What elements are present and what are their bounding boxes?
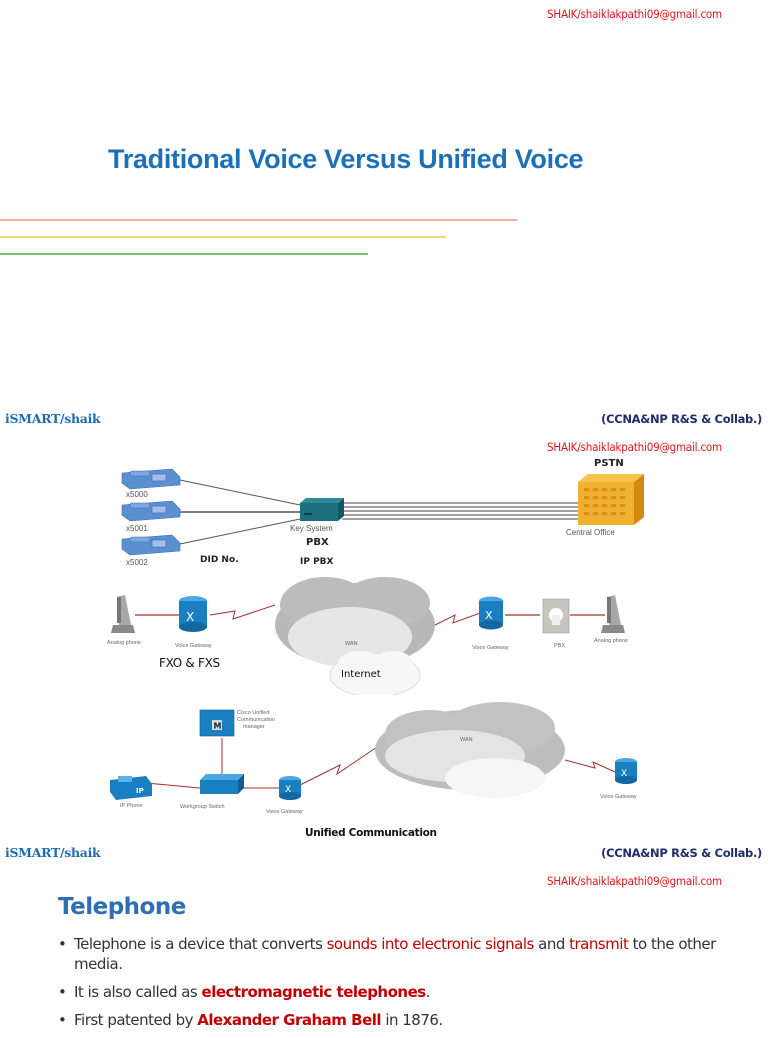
bullet-dot: • [58,935,67,953]
wan-label: WAN [345,641,358,647]
phone-ext-label: x5001 [126,524,148,533]
wan-cloud-icon [275,577,435,667]
analog-voice-diagram: X X [95,575,665,695]
central-office-label: Central Office [566,528,615,537]
svg-text:X: X [285,785,291,795]
bullet-list: • Telephone is a device that converts so… [58,934,718,1038]
slide-title: Traditional Voice Versus Unified Voice [108,144,584,174]
bullet-item: • Telephone is a device that converts so… [58,935,716,973]
voice-gateway-icon: X [179,596,207,632]
desk-phone-icon [121,534,181,556]
phone-ext-label: x5002 [126,558,148,567]
ip-pbx-label: IP PBX [300,557,334,567]
analog-phone-right-label: Analog phone [594,638,628,644]
header-email: SHAIK/shaiklakpathi09@gmail.com [547,7,722,21]
course-label: (CCNA&NP R&S & Collab.) [601,412,762,426]
course-label: (CCNA&NP R&S & Collab.) [601,846,762,860]
decorative-rule-yellow [0,236,446,238]
ip-phone-icon: IP [110,776,152,800]
pstn-label: PSTN [594,458,624,469]
voice-gateway-icon: X [615,758,637,784]
svg-text:M: M [214,722,222,731]
fxo-fxs-label: FXO & FXS [159,656,220,670]
internet-label: Internet [341,669,381,680]
workgroup-switch-label: Workgroup Switch [180,804,225,810]
voice-gateway-left-label: Voice Gateway [266,809,303,815]
section-heading: Telephone [58,894,186,920]
wan-link [564,759,616,773]
voice-gateway-right-label: Voice Gateway [472,645,509,651]
slide-email: SHAIK/shaiklakpathi09@gmail.com [547,440,722,454]
wan-link [299,744,381,786]
internet-cloud-icon [329,651,421,695]
bullet-dot: • [58,1011,67,1029]
analog-phone-left-label: Analog phone [107,640,141,646]
did-label: DID No. [200,555,239,565]
key-system-icon [300,498,344,521]
voice-gateway-left-label: Voice Gateway [175,643,212,649]
decorative-rule-orange [0,219,517,221]
brand-label: iSMART/shaik [5,411,101,426]
key-system-label: Key System [290,524,333,533]
voice-gateway-right-label: Voice Gateway [600,794,637,800]
wan-link [209,604,276,620]
cucm-server-icon: M [199,709,235,737]
bullet-dot: • [58,983,67,1001]
pbx-diagram [121,468,644,556]
slide-email: SHAIK/shaiklakpathi09@gmail.com [547,874,722,888]
analog-phone-icon [601,595,625,633]
phone-ext-label: x5000 [126,490,148,499]
pbx-right-label: PBX [554,643,566,649]
wan-link [424,612,481,631]
phone-link-line [179,518,301,545]
pbx-label: PBX [306,537,329,548]
trunk-lines [342,502,578,520]
svg-text:IP: IP [136,787,144,795]
bullet-item: • It is also called as electromagnetic t… [58,983,431,1001]
wan-label: WAN [460,737,473,743]
svg-text:X: X [186,610,194,624]
ip-phone-label: IP Phone [120,803,143,809]
phone-link-line [179,479,301,506]
pbx-icon [542,598,570,634]
desk-phone-icon [121,468,181,490]
unified-communication-diagram: M IP X X [100,700,660,820]
cucm-label: Cisco Unified Communication manager [237,710,276,730]
svg-text:X: X [485,609,493,622]
decorative-rule-green [0,253,368,255]
bullet-item: • First patented by Alexander Graham Bel… [58,1011,443,1029]
brand-label: iSMART/shaik [5,845,101,860]
central-office-icon [578,474,644,525]
voice-gateway-icon: X [479,596,503,630]
analog-phone-icon [111,595,135,633]
unified-communication-caption: Unified Communication [305,827,437,839]
wan-cloud-icon [375,702,565,798]
workgroup-switch-icon [200,774,244,794]
desk-phone-icon [121,500,181,522]
voice-gateway-icon: X [279,776,301,800]
link-line [145,782,201,789]
svg-text:X: X [621,769,627,779]
